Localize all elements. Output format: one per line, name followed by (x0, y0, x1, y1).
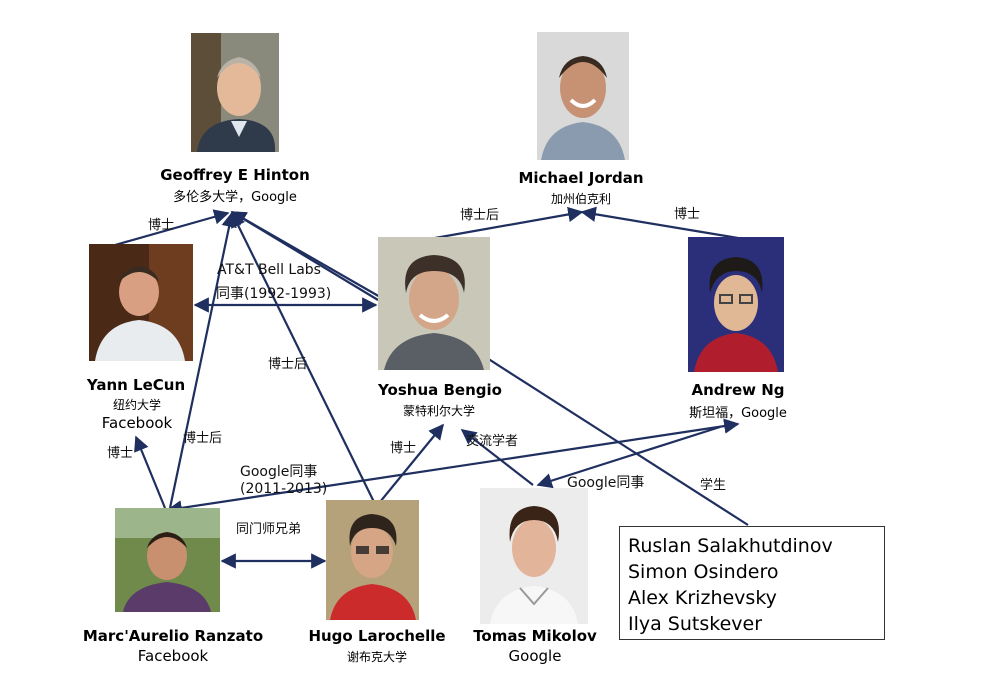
larochelle-affiliation: 谢布克大学 (346, 650, 407, 664)
edge-ng-jordan (580, 206, 739, 240)
label-bell-labs-years: 同事(1992-1993) (216, 286, 332, 302)
lecun-photo (89, 244, 193, 361)
label-larochelle-bengio: 博士 (390, 441, 417, 456)
jordan-affiliation: 加州伯克利 (550, 192, 611, 206)
label-bell-labs: AT&T Bell Labs (217, 262, 321, 278)
label-mikolov-ng: Google同事 (567, 475, 645, 491)
edge-ranzato-ng (166, 418, 740, 516)
student-4: Ilya Sutskever (628, 613, 763, 635)
edge-lecun-hinton (114, 209, 230, 247)
mikolov-photo (480, 488, 588, 624)
larochelle-name: Hugo Larochelle (308, 627, 446, 645)
label-mikolov-bengio: 交流学者 (466, 434, 519, 449)
ranzato-affiliation: Facebook (137, 647, 209, 665)
bengio-name: Yoshua Bengio (378, 381, 502, 399)
edge-larochelle-bengio (379, 423, 444, 503)
label-ranzato-larochelle: 同门师兄弟 (236, 522, 302, 537)
student-3: Alex Krizhevsky (628, 587, 777, 609)
student-2: Simon Osindero (628, 561, 779, 583)
label-bengio-jordan: 博士后 (460, 208, 500, 223)
mikolov-name: Tomas Mikolov (473, 627, 597, 645)
hinton-photo (191, 33, 279, 152)
edge-ng-mikolov (536, 425, 721, 489)
ng-name: Andrew Ng (691, 381, 785, 399)
label-students-hinton: 学生 (700, 478, 727, 493)
student-1: Ruslan Salakhutdinov (628, 535, 833, 557)
lecun-name: Yann LeCun (86, 376, 186, 394)
lecun-affiliation: 纽约大学 (112, 398, 161, 412)
edge-mikolov-bengio (460, 429, 534, 486)
edge-bengio-jordan (434, 206, 584, 240)
ng-affiliation: 斯坦福，Google (689, 406, 787, 421)
label-google-colleague-years: (2011-2013) (240, 481, 328, 497)
label-ranzato-lecun: 博士 (107, 446, 134, 461)
hinton-name: Geoffrey E Hinton (160, 166, 310, 184)
label-larochelle-hinton: 博士后 (268, 357, 308, 372)
label-ranzato-hinton: 博士后 (183, 431, 223, 446)
bengio-photo (378, 237, 490, 370)
label-ng-jordan: 博士 (674, 207, 701, 222)
bengio-affiliation: 蒙特利尔大学 (402, 404, 475, 418)
mikolov-affiliation: Google (508, 647, 562, 665)
larochelle-photo (326, 500, 419, 620)
ranzato-photo (115, 508, 220, 612)
ranzato-name: Marc'Aurelio Ranzato (82, 627, 264, 645)
label-lecun-hinton: 博士 (148, 218, 175, 233)
jordan-name: Michael Jordan (518, 169, 644, 187)
students-box: Ruslan Salakhutdinov Simon Osindero Alex… (619, 526, 885, 640)
hinton-affiliation: 多伦多大学，Google (173, 190, 297, 205)
edge-students-hinton (230, 211, 749, 526)
ng-photo (688, 237, 784, 372)
jordan-photo (537, 32, 629, 160)
edge-ranzato-lecun (134, 435, 167, 509)
lecun-affiliation-2: Facebook (101, 414, 173, 432)
label-google-colleague: Google同事 (240, 464, 318, 480)
